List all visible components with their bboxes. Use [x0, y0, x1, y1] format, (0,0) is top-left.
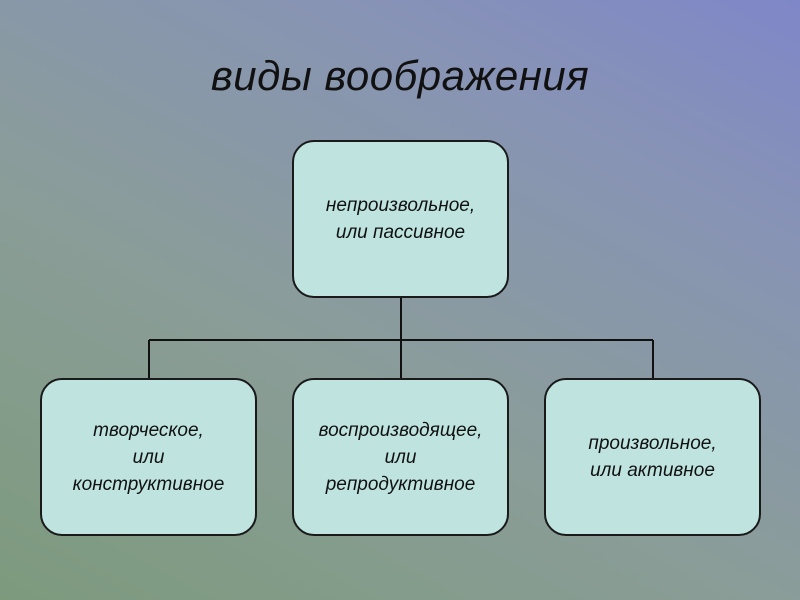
child-node-creative-label: творческое, или конструктивное	[72, 419, 225, 495]
child-node-reproductive: воспроизводящее, или репродуктивное	[292, 378, 509, 536]
root-node: непроизвольное, или пассивное	[292, 140, 509, 298]
child-node-voluntary-label: произвольное, или активное	[588, 433, 717, 481]
root-node-label: непроизвольное, или пассивное	[325, 195, 476, 243]
child-node-reproductive-label: воспроизводящее, или репродуктивное	[318, 419, 483, 495]
child-node-creative: творческое, или конструктивное	[40, 378, 257, 536]
child-node-voluntary: произвольное, или активное	[544, 378, 761, 536]
slide-title: виды воображения	[210, 52, 590, 99]
